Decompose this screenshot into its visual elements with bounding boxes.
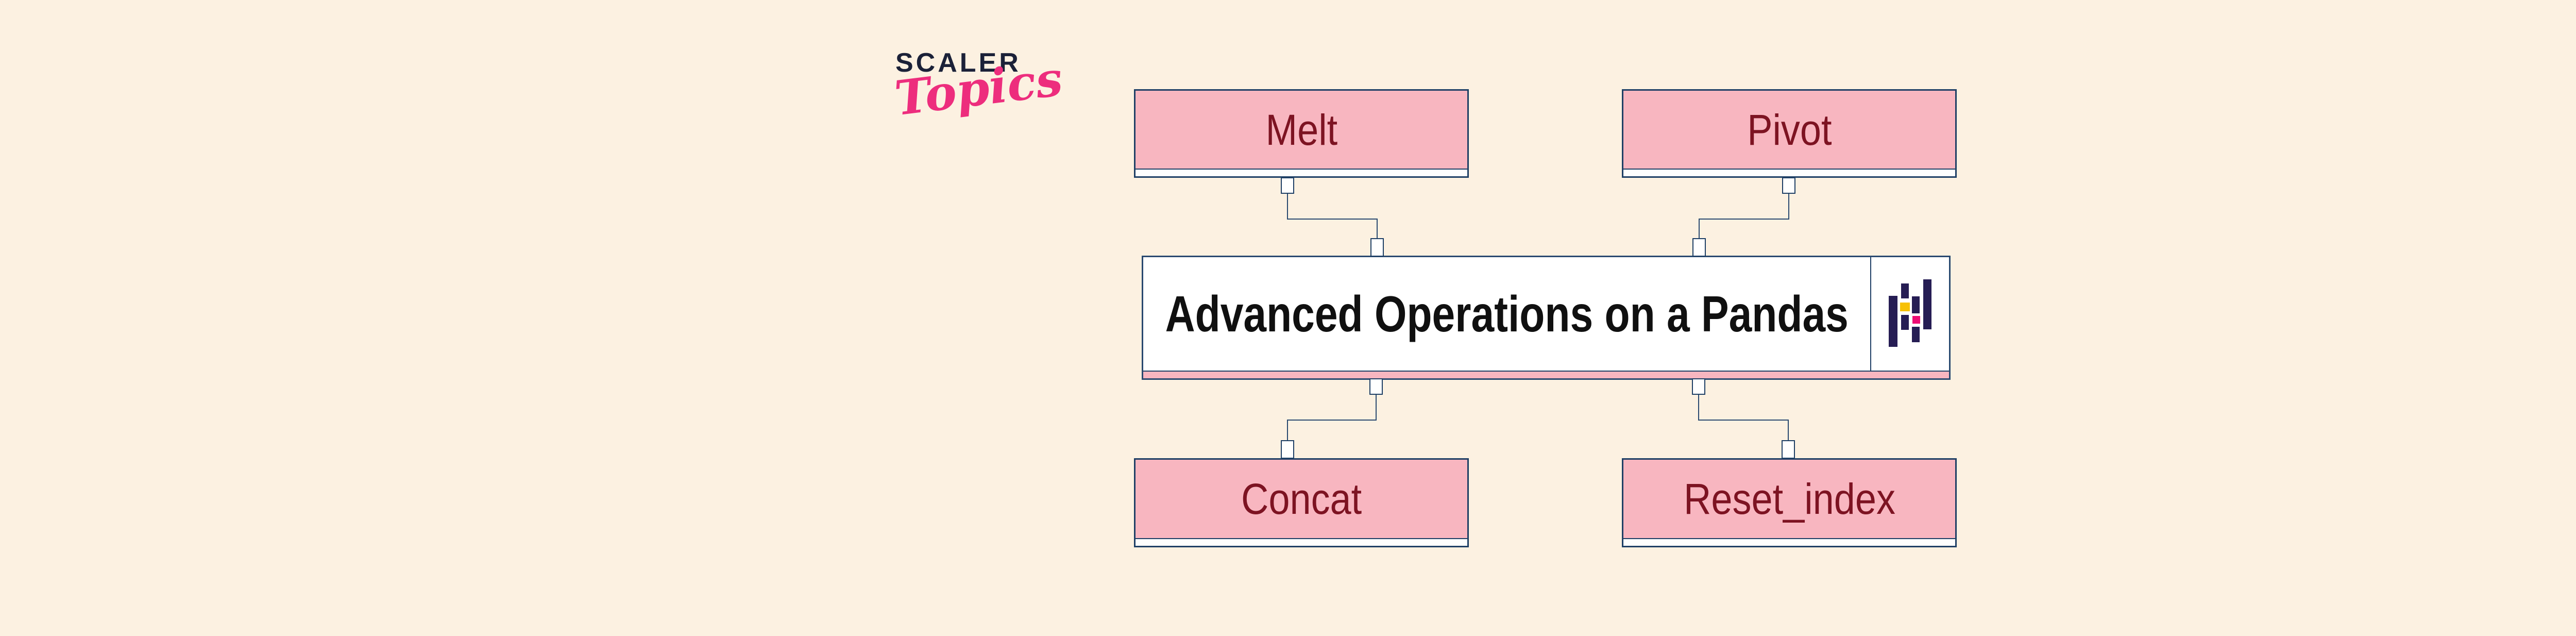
node-pivot: Pivot bbox=[1622, 89, 1957, 178]
port-central-out-right bbox=[1692, 378, 1705, 395]
wire-concat-h bbox=[1287, 420, 1377, 421]
port-pivot-out bbox=[1782, 177, 1795, 194]
node-concat-strip bbox=[1136, 539, 1467, 546]
scaler-topics-logo: SCALER Topics bbox=[892, 47, 1065, 126]
node-reset-index: Reset_index bbox=[1622, 458, 1957, 547]
wire-melt-v1 bbox=[1287, 193, 1288, 219]
central-title-cell: Advanced Operations on a Pandas bbox=[1143, 257, 1870, 371]
port-reset-in bbox=[1782, 440, 1795, 459]
wire-reset-h bbox=[1698, 420, 1789, 421]
wire-pivot-h bbox=[1699, 219, 1789, 220]
node-pivot-fill: Pivot bbox=[1623, 91, 1955, 170]
logo-brand-text: SCALER bbox=[895, 48, 1021, 78]
node-melt: Melt bbox=[1134, 89, 1469, 178]
node-reset-index-fill: Reset_index bbox=[1623, 460, 1955, 539]
wire-reset-v2 bbox=[1788, 420, 1789, 443]
node-melt-strip bbox=[1136, 170, 1467, 176]
port-concat-in bbox=[1281, 440, 1294, 459]
node-concat-fill: Concat bbox=[1136, 460, 1467, 539]
wire-melt-v2 bbox=[1377, 219, 1378, 242]
wire-reset-v1 bbox=[1698, 394, 1699, 421]
wire-pivot-v1 bbox=[1788, 193, 1789, 219]
node-pivot-strip bbox=[1623, 170, 1955, 176]
central-accent-strip bbox=[1143, 371, 1949, 378]
node-concat: Concat bbox=[1134, 458, 1469, 547]
central-title-text: Advanced Operations on a Pandas bbox=[1165, 286, 1849, 342]
port-melt-out bbox=[1281, 177, 1294, 194]
wire-concat-v1 bbox=[1376, 394, 1377, 421]
node-melt-label: Melt bbox=[1265, 105, 1337, 154]
port-central-in-right bbox=[1692, 238, 1706, 257]
node-melt-fill: Melt bbox=[1136, 91, 1467, 170]
scaler-topics-bar-chart-icon bbox=[1888, 279, 1931, 347]
node-pivot-label: Pivot bbox=[1747, 105, 1832, 154]
node-concat-label: Concat bbox=[1241, 475, 1362, 523]
node-reset-index-strip bbox=[1623, 539, 1955, 546]
wire-pivot-v2 bbox=[1699, 219, 1700, 242]
node-reset-index-label: Reset_index bbox=[1683, 475, 1895, 523]
wire-melt-h bbox=[1287, 219, 1378, 220]
central-icon-panel bbox=[1870, 257, 1949, 371]
port-central-out-left bbox=[1369, 378, 1383, 395]
node-central-title: Advanced Operations on a Pandas bbox=[1142, 256, 1951, 380]
port-central-in-left bbox=[1370, 238, 1384, 257]
wire-concat-v2 bbox=[1287, 420, 1288, 443]
